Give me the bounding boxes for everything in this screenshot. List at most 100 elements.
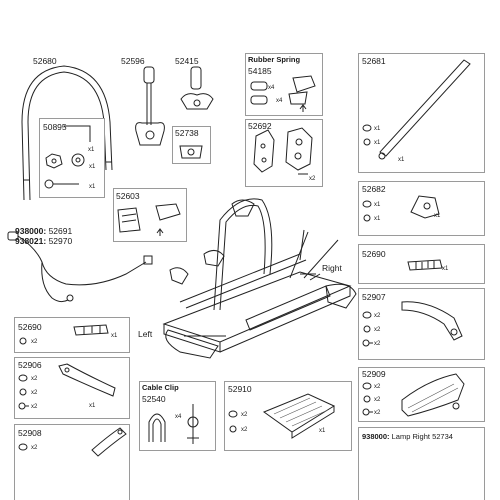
clamp-52415-drawing (180, 66, 214, 110)
lamp-right-text: Lamp Right (391, 432, 430, 441)
qty-52681-a: x1 (374, 126, 381, 132)
part-52680-label: 52680 (33, 56, 57, 66)
bracket-52682-drawing (410, 195, 440, 219)
screw-icon (363, 138, 371, 146)
qty-52690-left-b: x2 (31, 339, 38, 345)
lamp-right-number: 52734 (432, 432, 453, 441)
part-50895-label: 50895 (43, 122, 67, 132)
part-52970-row: 938021: 52970 (15, 237, 72, 246)
part-52540-label: 52540 (142, 394, 166, 404)
washer-icon (362, 124, 372, 132)
washer-icon (18, 443, 28, 451)
right-leader-line (309, 273, 321, 281)
qty-52909-c: x2 (374, 410, 381, 416)
bike-carrier-assembly-drawing (162, 198, 357, 359)
screw-icon (19, 337, 27, 345)
part-52691-row: 938000: 52691 (15, 227, 72, 236)
screw-icon (229, 425, 237, 433)
part-52690-right-label: 52690 (362, 249, 386, 259)
screw-icon (363, 395, 371, 403)
part-52415-label: 52415 (175, 56, 199, 66)
bolt-drawing (44, 179, 79, 189)
part-52910-box (224, 381, 352, 451)
knob-drawing (45, 153, 63, 169)
part-52603-label: 52603 (116, 191, 140, 201)
cover-52907-drawing (401, 301, 463, 341)
qty-52692: x2 (309, 176, 316, 182)
lamp-right-prefix: 938000: (362, 432, 390, 441)
part-52970-prefix: 938021: (15, 236, 47, 246)
strap-52681-drawing (378, 59, 471, 160)
screw-icon (363, 325, 371, 333)
cable-clip-box (139, 381, 216, 451)
plate-52690-drawing (407, 259, 443, 271)
qty-50895-bolt: x1 (89, 184, 96, 190)
part-52682-box (358, 181, 485, 236)
qty-52909-b: x2 (374, 397, 381, 403)
left-side-label: Left (138, 329, 153, 339)
qty-cable-clip: x4 (175, 414, 182, 420)
qty-52906-c: x2 (31, 404, 38, 410)
part-52906-box (14, 357, 130, 419)
cover-52908-drawing (91, 427, 127, 457)
part-52910-label: 52910 (228, 384, 252, 394)
part-52738-label: 52738 (175, 128, 199, 138)
lamp-right-box (358, 427, 485, 500)
lamp-right-row: 938000: Lamp Right 52734 (362, 433, 453, 441)
knob-52603-drawing (117, 203, 181, 236)
washer-icon (362, 311, 372, 319)
arm-52596-drawing (135, 66, 165, 146)
cover-52906-drawing (58, 363, 116, 397)
qty-52690-right: x1 (442, 266, 449, 272)
lamp-cover-52909-drawing (401, 373, 465, 417)
part-52906-label: 52906 (18, 360, 42, 370)
qty-52910-b: x2 (241, 427, 248, 433)
qty-52906-a: x2 (31, 376, 38, 382)
cable-harness-drawing (7, 231, 153, 303)
part-52690-left-label: 52690 (18, 322, 42, 332)
qty-52681-b: x1 (374, 140, 381, 146)
cap-52738-drawing (179, 145, 203, 159)
bolt-icon (362, 408, 373, 416)
screw-icon (363, 214, 371, 222)
rubber-spring-title: Rubber Spring (248, 55, 301, 64)
part-52603-box (113, 188, 187, 242)
qty-52907-b: x2 (374, 327, 381, 333)
rubber-spring-drawing (250, 75, 316, 112)
qty-50895-key: x1 (88, 147, 95, 153)
qty-rubber-a: x4 (268, 85, 275, 91)
qty-52910-a: x2 (241, 412, 248, 418)
qty-52908-a: x2 (31, 445, 38, 451)
qty-52682-a: x1 (374, 202, 381, 208)
part-52909-label: 52909 (362, 369, 386, 379)
qty-50895-knob: x1 (89, 164, 96, 170)
qty-52906-d: x1 (89, 403, 96, 409)
screw-icon (19, 388, 27, 396)
qty-52907-a: x2 (374, 313, 381, 319)
qty-rubber-b: x4 (276, 98, 283, 104)
part-52691-label: 52691 (48, 226, 73, 236)
rubber-spring-box (245, 53, 323, 116)
part-52596-label: 52596 (121, 56, 145, 66)
bow-frame-drawing (21, 65, 113, 201)
part-52682-label: 52682 (362, 184, 386, 194)
cable-clip-drawing (148, 404, 199, 444)
part-52907-box (358, 288, 485, 360)
part-52681-label: 52681 (362, 56, 386, 66)
bolt-icon (362, 339, 373, 347)
part-52692-label: 52692 (248, 121, 272, 131)
part-52908-label: 52908 (18, 428, 42, 438)
part-52681-box (358, 53, 485, 173)
part-52970-label: 52970 (48, 236, 73, 246)
washer-icon (362, 200, 372, 208)
right-side-label: Right (322, 263, 342, 273)
part-52691-prefix: 938000: (15, 226, 47, 236)
mount-52692-drawing (253, 127, 313, 175)
qty-52907-c: x2 (374, 341, 381, 347)
cable-clip-title: Cable Clip (142, 383, 179, 392)
washer-icon (18, 374, 28, 382)
qty-52910-c: x1 (319, 428, 326, 434)
hex-key-drawing (64, 125, 91, 142)
part-54185-label: 54185 (248, 66, 272, 76)
part-52690-left-box (14, 317, 130, 353)
